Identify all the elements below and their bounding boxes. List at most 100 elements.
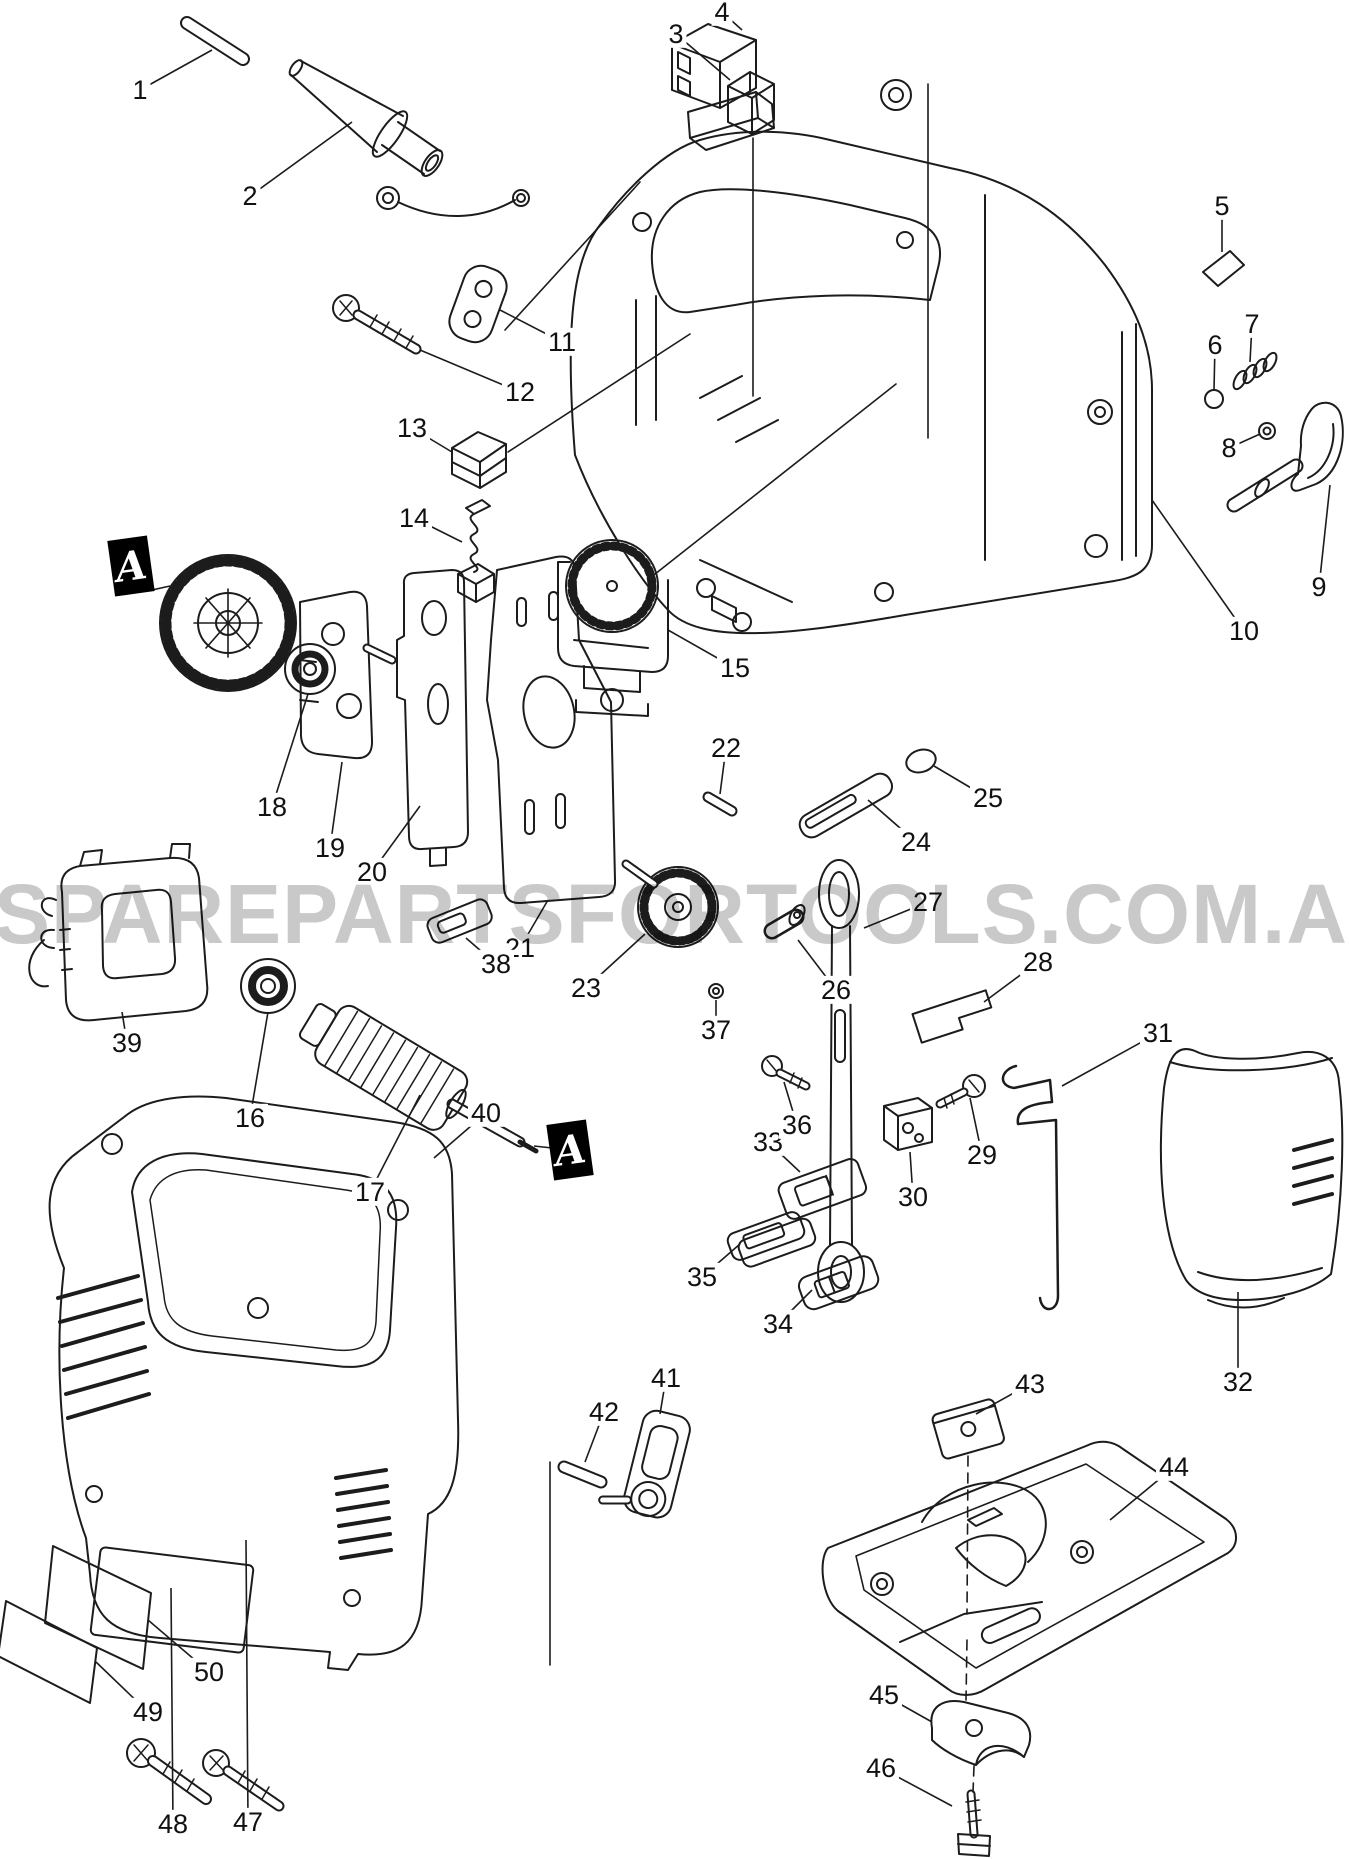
leader-line-part-9 <box>1318 484 1331 588</box>
part-label-49: 49 <box>129 1697 167 1726</box>
part-label-12: 12 <box>501 377 539 406</box>
part-5-plate-drawing <box>1202 250 1245 287</box>
part-36-screw-drawing <box>761 1055 811 1091</box>
part-37-ring-drawing <box>708 983 724 999</box>
part-35-plates-drawing <box>726 1211 817 1268</box>
part-7-spring-drawing <box>1232 351 1278 391</box>
part-label-6: 6 <box>1204 330 1226 359</box>
part-18-bearing-drawing <box>284 643 336 695</box>
part-label-26: 26 <box>817 975 855 1004</box>
part-49-plate-drawing <box>0 1600 98 1704</box>
part-39-field-drawing <box>28 843 209 1022</box>
part-26-bushing-drawing <box>763 904 806 940</box>
part-15-dial-drawing <box>557 539 669 717</box>
part-label-18: 18 <box>253 792 291 821</box>
leader-line-part-19 <box>329 761 343 849</box>
part-2-cord-guard-drawing <box>288 59 530 217</box>
part-21-guide-plate-drawing <box>486 555 617 905</box>
part-label-35: 35 <box>683 1262 721 1291</box>
part-label-15: 15 <box>716 653 754 682</box>
part-41-lever-drawing <box>598 1409 691 1519</box>
leader-line-part-2 <box>249 121 353 197</box>
part-29-screw-drawing <box>935 1074 986 1109</box>
part-34-holder-drawing <box>797 1255 880 1311</box>
part-20-plate-drawing <box>396 569 469 867</box>
part-44-base-drawing <box>821 1440 1237 1696</box>
part-27-slider-rod-drawing <box>817 859 865 1303</box>
part-4-switch-drawing <box>671 23 912 151</box>
part-40-housing-drawing <box>48 1095 551 1671</box>
part-label-3: 3 <box>665 19 687 48</box>
part-label-40: 40 <box>467 1098 505 1127</box>
part-33-holder-drawing <box>777 1157 868 1220</box>
part-label-37: 37 <box>697 1015 735 1044</box>
part-8-nut-drawing <box>1258 422 1276 440</box>
part-label-28: 28 <box>1019 947 1057 976</box>
part-label-11: 11 <box>544 327 580 356</box>
part-label-2: 2 <box>239 181 261 210</box>
part-label-5: 5 <box>1211 191 1233 220</box>
part-label-50: 50 <box>190 1657 228 1686</box>
part-label-39: 39 <box>108 1028 146 1057</box>
part-label-14: 14 <box>395 503 433 532</box>
part-label-13: 13 <box>393 413 431 442</box>
part-label-30: 30 <box>894 1182 932 1211</box>
part-label-9: 9 <box>1308 572 1330 601</box>
part-24-key-drawing <box>798 772 894 839</box>
part-label-43: 43 <box>1011 1369 1049 1398</box>
part-label-48: 48 <box>154 1809 192 1838</box>
part-45-clamp-drawing <box>930 1700 1032 1766</box>
part-30-blade-holder-drawing <box>883 1097 933 1151</box>
part-label-4: 4 <box>711 0 733 26</box>
part-label-32: 32 <box>1219 1367 1257 1396</box>
part-label-47: 47 <box>229 1807 267 1836</box>
part-28-wedge-drawing <box>911 989 993 1044</box>
part-label-22: 22 <box>707 733 745 762</box>
part-label-38: 38 <box>477 949 515 978</box>
part-12-screw-drawing <box>332 294 422 355</box>
part-25-washer-drawing <box>905 748 937 774</box>
view-marker-a-1: A <box>107 535 155 597</box>
part-label-10: 10 <box>1225 616 1263 645</box>
part-42-pin-drawing <box>557 1460 608 1489</box>
leader-line-part-1 <box>139 49 213 91</box>
part-label-23: 23 <box>567 973 605 1002</box>
part-14-carbon-brush-drawing <box>457 499 495 603</box>
part-label-46: 46 <box>862 1753 900 1782</box>
part-46-screw-drawing <box>957 1789 991 1857</box>
part-label-44: 44 <box>1155 1452 1193 1481</box>
leader-line-part-16 <box>249 1011 269 1119</box>
part-9-lever-drawing <box>1226 401 1344 513</box>
part-48-screw-drawing <box>126 1738 212 1805</box>
part-1-pin-drawing <box>180 16 250 66</box>
part-label-36: 36 <box>778 1110 816 1139</box>
part-label-41: 41 <box>647 1363 685 1392</box>
part-23-gear-drawing <box>621 859 719 948</box>
part-11-cord-clamp-drawing <box>448 264 508 344</box>
leader-line-part-10 <box>1151 499 1245 632</box>
part-43-square-nut-drawing <box>931 1398 1005 1460</box>
leader-line-marker-A1 <box>151 585 171 591</box>
part-6-ball-drawing <box>1204 389 1224 409</box>
part-50-label-plate-drawing <box>44 1545 152 1670</box>
part-label-24: 24 <box>897 827 935 856</box>
part-label-42: 42 <box>585 1397 623 1426</box>
part-47-screw-drawing <box>202 1749 285 1812</box>
gear-assembly-a-drawing <box>159 554 297 692</box>
part-label-17: 17 <box>351 1177 389 1206</box>
leader-line-part-47 <box>245 1539 249 1823</box>
part-22-pin-drawing <box>702 791 738 817</box>
leader-line-part-17 <box>369 1094 421 1193</box>
part-19-bracket-drawing <box>299 590 397 760</box>
part-32-cover-drawing <box>1159 1048 1344 1309</box>
part-label-16: 16 <box>231 1103 269 1132</box>
part-10-housing-drawing <box>504 83 1153 635</box>
view-marker-a-2: A <box>546 1119 594 1181</box>
part-label-45: 45 <box>865 1680 903 1709</box>
part-label-1: 1 <box>129 75 151 104</box>
part-label-34: 34 <box>759 1309 797 1338</box>
part-label-27: 27 <box>909 887 947 916</box>
leader-line-part-48 <box>170 1587 174 1825</box>
